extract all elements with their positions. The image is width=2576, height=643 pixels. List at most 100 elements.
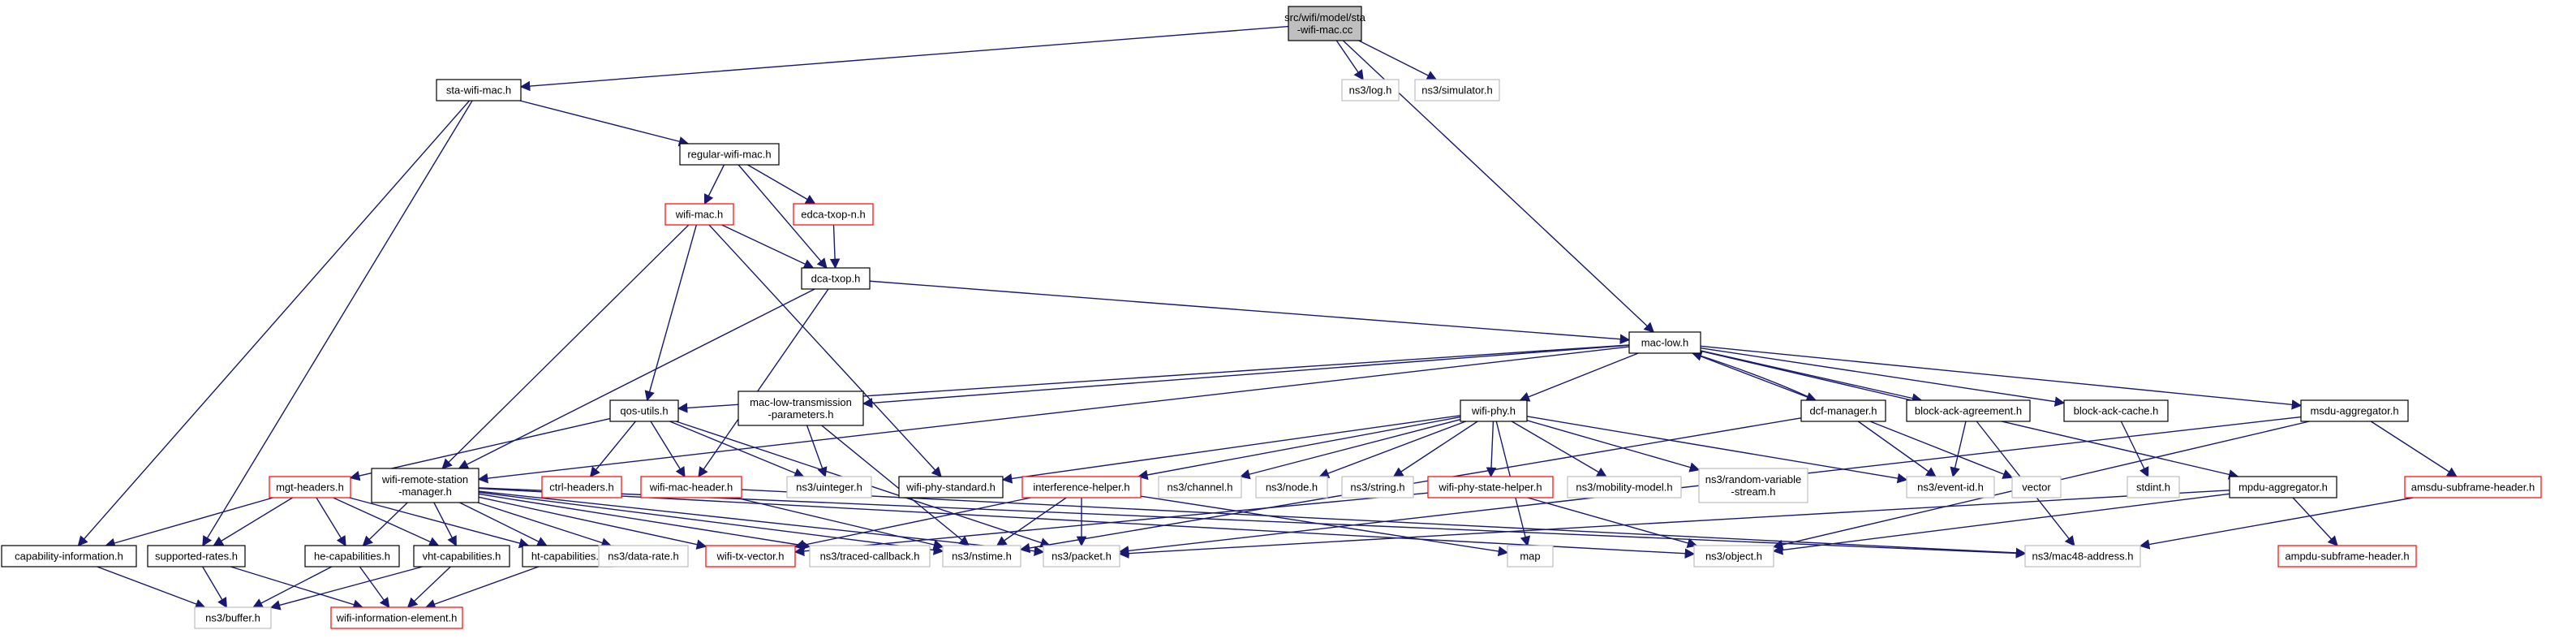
node-wifi_phy_state_helper_h[interactable]: wifi-phy-state-helper.h (1427, 476, 1554, 498)
node-box (194, 606, 272, 629)
node-ampdu_subframe_header_h[interactable]: ampdu-subframe-header.h (2277, 545, 2417, 567)
node-ns3_data_rate_h[interactable]: ns3/data-rate.h (598, 545, 689, 567)
node-wifi_mac_header_h[interactable]: wifi-mac-header.h (640, 476, 742, 498)
node-label: sta-wifi-mac.h (446, 84, 511, 97)
edge-wifi_remote_station_manager_h-to-vht_capabilities_h (433, 502, 457, 547)
node-ns3_string_h[interactable]: ns3/string.h (1341, 476, 1414, 498)
node-dcf_manager_h[interactable]: dcf-manager.h (1800, 399, 1886, 422)
node-label: wifi-tx-vector.h (716, 550, 784, 563)
node-regular_wifi_mac_h[interactable]: regular-wifi-mac.h (679, 143, 780, 166)
node-sta_wifi_mac_h[interactable]: sta-wifi-mac.h (436, 79, 522, 101)
node-label: he-capabilities.h (314, 550, 390, 563)
node-box (2277, 545, 2417, 567)
node-box (1800, 399, 1886, 422)
node-box (679, 143, 780, 166)
node-ns3_event_id_h[interactable]: ns3/event-id.h (1906, 476, 1995, 498)
node-mpdu_aggregator_h[interactable]: mpdu-aggregator.h (2229, 476, 2337, 498)
node-label: wifi-phy-state-helper.h (1438, 481, 1542, 494)
edge-wifi_remote_station_manager_h-to-ns3_nstime_h (478, 491, 944, 555)
node-label: ns3/object.h (1705, 550, 1762, 563)
node-label: wifi-remote-station (381, 473, 468, 485)
node-edca_txop_n_h[interactable]: edca-txop-n.h (793, 203, 874, 226)
node-ht_capabilities_h[interactable]: ht-capabilities.h (522, 545, 614, 567)
node-ns3_uinteger_h[interactable]: ns3/uinteger.h (786, 476, 872, 498)
edge-block_ack_cache_h-to-stdint_h (2120, 421, 2149, 478)
edge-wifi_remote_station_manager_h-to-he_capabilities_h (362, 502, 408, 546)
node-label: wifi-information-element.h (336, 612, 458, 624)
node-block_ack_agreement_h[interactable]: block-ack-agreement.h (1906, 399, 2031, 422)
edge-dca_txop_h-to-wifi_remote_station_manager_h (458, 288, 815, 469)
node-box (436, 79, 522, 101)
node-ctrl_headers_h[interactable]: ctrl-headers.h (541, 476, 622, 498)
node-wifi_information_element_h[interactable]: wifi-information-element.h (330, 606, 463, 629)
node-box (2127, 476, 2180, 498)
node-root[interactable]: src/wifi/model/sta-wifi-mac.cc (1284, 6, 1366, 41)
node-label: amsdu-subframe-header.h (2411, 481, 2535, 494)
node-ns3_packet_h[interactable]: ns3/packet.h (1043, 545, 1120, 567)
node-ns3_object_h[interactable]: ns3/object.h (1693, 545, 1774, 567)
node-box (2229, 476, 2337, 498)
node-amsdu_subframe_header_h[interactable]: amsdu-subframe-header.h (2404, 476, 2542, 498)
node-qos_utils_h[interactable]: qos-utils.h (609, 399, 679, 422)
node-label: supported-rates.h (155, 550, 238, 563)
node-label: wifi-phy-standard.h (905, 481, 996, 494)
node-ns3_simulator_h[interactable]: ns3/simulator.h (1414, 79, 1500, 101)
edge-dcf_manager_h-to-vector (1869, 421, 2014, 479)
node-ns3_mobility_model_h[interactable]: ns3/mobility-model.h (1567, 476, 1682, 498)
edge-wifi_phy_h-to-wifi_phy_state_helper_h (1486, 421, 1497, 478)
node-ns3_nstime_h[interactable]: ns3/nstime.h (942, 545, 1021, 567)
node-ns3_node_h[interactable]: ns3/node.h (1255, 476, 1328, 498)
node-label: -wifi-mac.cc (1297, 24, 1353, 36)
node-map[interactable]: map (1507, 545, 1554, 567)
node-label: wifi-phy.h (1471, 405, 1516, 417)
edge-wifi_phy_h-to-interference_helper_h (1137, 416, 1461, 481)
node-mac_low_tx_params_h[interactable]: mac-low-transmission-parameters.h (738, 391, 864, 426)
node-dca_txop_h[interactable]: dca-txop.h (801, 267, 871, 290)
node-box (1507, 545, 1554, 567)
node-ns3_random_variable_stream_h[interactable]: ns3/random-variable-stream.h (1698, 468, 1808, 503)
node-label: vht-capabilities.h (423, 550, 501, 563)
node-stdint_h[interactable]: stdint.h (2127, 476, 2180, 498)
node-ns3_log_h[interactable]: ns3/log.h (1341, 79, 1400, 101)
edge-wifi_remote_station_manager_h-to-ns3_traced_callback_h (478, 493, 811, 550)
node-wifi_remote_station_manager_h[interactable]: wifi-remote-station-manager.h (371, 468, 480, 503)
edge-dca_txop_h-to-wifi_mac_header_h (698, 288, 829, 478)
node-capability_information_h[interactable]: capability-information.h (1, 545, 137, 567)
node-wifi_phy_standard_h[interactable]: wifi-phy-standard.h (898, 476, 1004, 498)
node-label: ns3/traced-callback.h (820, 550, 920, 563)
node-ns3_buffer_h[interactable]: ns3/buffer.h (194, 606, 272, 629)
node-wifi_phy_h[interactable]: wifi-phy.h (1460, 399, 1528, 422)
node-ns3_mac48_address_h[interactable]: ns3/mac48-address.h (2024, 545, 2141, 567)
node-mgt_headers_h[interactable]: mgt-headers.h (269, 476, 351, 498)
edge-regular_wifi_mac_h-to-wifi_mac_h (703, 164, 725, 205)
node-vht_capabilities_h[interactable]: vht-capabilities.h (413, 545, 510, 567)
node-box (522, 545, 614, 567)
node-box (609, 399, 679, 422)
node-box (1255, 476, 1328, 498)
node-supported_rates_h[interactable]: supported-rates.h (147, 545, 246, 567)
node-vector[interactable]: vector (2011, 476, 2062, 498)
edge-mac_low_h-to-block_ack_agreement_h (1700, 350, 1923, 403)
node-ns3_channel_h[interactable]: ns3/channel.h (1158, 476, 1242, 498)
node-wifi_tx_vector_h[interactable]: wifi-tx-vector.h (705, 545, 796, 567)
node-mac_low_h[interactable]: mac-low.h (1628, 331, 1701, 354)
node-label: ns3/string.h (1350, 481, 1404, 494)
node-block_ack_cache_h[interactable]: block-ack-cache.h (2063, 399, 2169, 422)
node-box (371, 468, 480, 503)
node-wifi_mac_h[interactable]: wifi-mac.h (664, 203, 734, 226)
node-msdu_aggregator_h[interactable]: msdu-aggregator.h (2300, 399, 2409, 422)
node-box (705, 545, 796, 567)
node-label: wifi-mac-header.h (649, 481, 733, 494)
node-ns3_traced_callback_h[interactable]: ns3/traced-callback.h (809, 545, 931, 567)
edge-mpdu_aggregator_h-to-ns3_object_h (1772, 493, 2230, 555)
node-box (1021, 476, 1142, 498)
edge-edca_txop_n_h-to-dca_txop_h (829, 224, 841, 270)
edge-sta_wifi_mac_h-to-capability_information_h (77, 100, 471, 546)
edge-mac_low_tx_params_h-to-ns3_nstime_h (821, 425, 970, 546)
node-box (793, 203, 874, 226)
node-he_capabilities_h[interactable]: he-capabilities.h (304, 545, 400, 567)
node-interference_helper_h[interactable]: interference-helper.h (1021, 476, 1142, 498)
node-label: ns3/random-variable (1705, 473, 1802, 485)
node-label: dca-txop.h (811, 273, 861, 285)
nodes-layer: src/wifi/model/sta-wifi-mac.cc sta-wifi-m… (1, 6, 2542, 629)
